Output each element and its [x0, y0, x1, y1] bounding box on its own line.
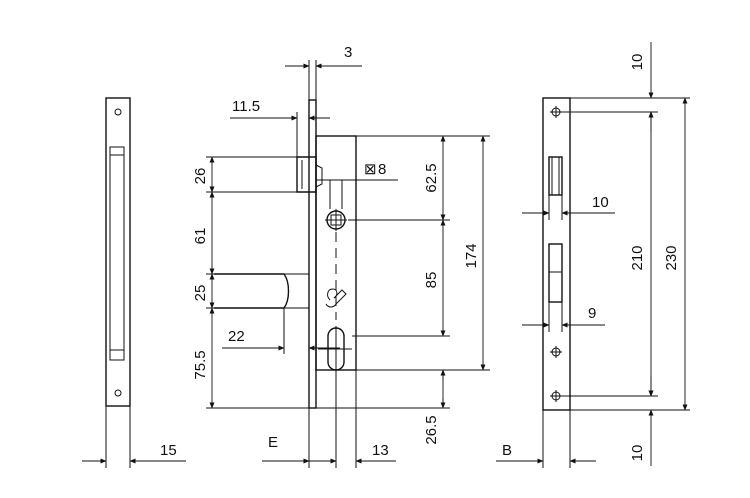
- lock-body-view: 3 11.5 26 61 25 75.5 22 ⊠ 8: [192, 44, 490, 468]
- dim-frontplate-thickness: 3: [344, 44, 352, 61]
- dim-latch-to-bolt: 61: [192, 228, 209, 245]
- dim-spindle-square: 8: [378, 161, 386, 178]
- lock-front-plate: [308, 99, 317, 409]
- screw-hole-icon: [550, 390, 562, 402]
- dim-case-depth: 13: [372, 442, 389, 459]
- backset-symbol-e: E: [268, 434, 278, 451]
- front-plate-front-view: 10 210 230 10 10 9 B: [496, 42, 690, 468]
- latch: [296, 156, 317, 193]
- plate-symbol-b: B: [502, 442, 512, 459]
- dim-bottom-distance: 75.5: [192, 350, 209, 379]
- screw-hole-bottom-icon: [114, 389, 122, 397]
- dim-bolt-throw: 22: [228, 328, 245, 345]
- front-plate-outline: [105, 97, 131, 407]
- dim-case-bottom: 26.5: [423, 415, 440, 444]
- deadbolt: [214, 273, 290, 309]
- dim-latch-height: 26: [192, 168, 209, 185]
- front-plate-slot-top: [109, 146, 125, 156]
- dim-bottom-margin: 10: [629, 445, 646, 462]
- dim-bolt-width: 9: [588, 305, 596, 322]
- front-plate-side-view: 15: [82, 97, 186, 468]
- dim-case-height: 174: [463, 243, 480, 268]
- dim-screw-centres: 210: [629, 245, 646, 270]
- dim-centre-distance: 85: [423, 272, 440, 289]
- dim-bolt-projection: 11.5: [232, 98, 260, 115]
- screw-hole-top-icon: [114, 108, 122, 116]
- dim-plate-length: 230: [663, 245, 680, 270]
- key-lever-icon: [325, 288, 347, 308]
- latch-opening: [548, 156, 563, 196]
- dim-latch-width: 10: [592, 194, 609, 211]
- spindle-square-symbol: ⊠: [364, 161, 377, 178]
- front-plate-face: [542, 97, 571, 411]
- keyhole: [327, 327, 345, 371]
- bolt-opening: [548, 243, 563, 303]
- screw-hole-icon: [550, 346, 562, 358]
- dim-top-margin: 10: [629, 54, 646, 71]
- front-plate-slot-bottom: [109, 349, 125, 361]
- dim-bolt-height: 25: [192, 285, 209, 302]
- latch-spring: [315, 164, 323, 188]
- screw-hole-icon: [550, 106, 562, 118]
- dim-spindle-offset: 62.5: [423, 163, 440, 192]
- dim-frontplate-width: 15: [160, 442, 177, 459]
